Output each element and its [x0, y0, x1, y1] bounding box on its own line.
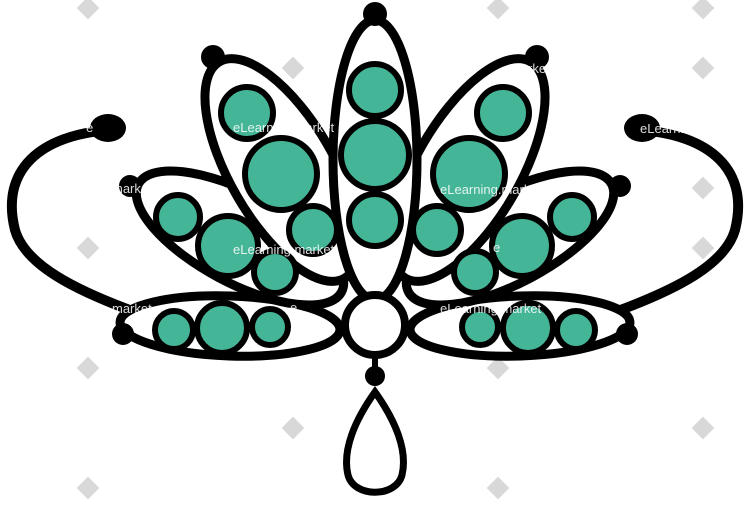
watermark-diamond-pattern [76, 0, 715, 500]
watermark-text: eLearning.market [440, 301, 542, 316]
watermark-text: eLearning.market [233, 120, 335, 135]
watermark-text-overlay: eLearning.market eLearning.market eLearn… [86, 61, 742, 316]
petal-tip-beads [112, 2, 638, 345]
center-white-gem [341, 291, 409, 359]
watermark-letter: e [493, 240, 500, 255]
tiara-gems [152, 61, 598, 356]
watermark-short-text: market [112, 301, 152, 316]
tiara-band [6, 125, 744, 317]
band-end-beads [90, 114, 660, 142]
watermark-letter: e [86, 120, 93, 135]
watermark-text: eLearning.market [233, 242, 335, 257]
watermark-text: eLearning.market [440, 182, 542, 197]
watermark-text: eLearning.market [640, 121, 742, 136]
watermark-short-text: market [510, 61, 550, 76]
watermark-letter: e [290, 300, 297, 315]
watermark-short-text: market [112, 181, 152, 196]
teardrop-pendant [343, 355, 407, 496]
